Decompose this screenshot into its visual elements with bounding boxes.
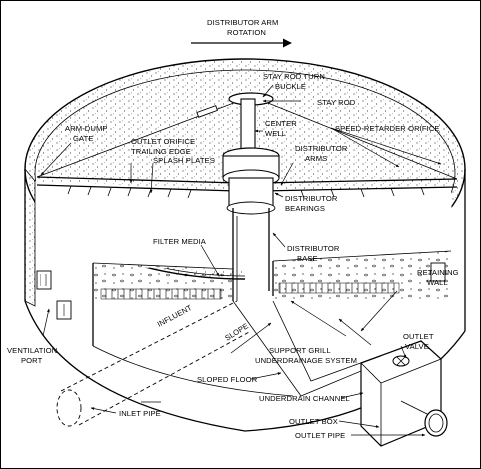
label-stay-rod: STAY ROD [317,98,356,107]
label-outlet-orifice-1: OUTLET ORIFICE [131,137,195,146]
label-ventilation-port-1: VENTILATION [7,346,57,355]
label-retaining-wall-2: WALL [427,278,448,287]
label-center-well-1: CENTER [265,119,297,128]
slope-arrow [230,322,272,354]
label-stay-rod-turn-buckle-2: BUCKLE [275,82,306,91]
label-distributor-arm-rotation-1: DISTRIBUTOR ARM [207,18,278,27]
label-distributor-base-2: BASE [297,254,318,263]
left-wall-section [24,167,72,320]
label-slope: SLOPE [223,321,250,342]
right-ventilation-port [430,262,446,282]
label-speed-retarder-orifice: SPEED-RETARDER ORIFICE [335,124,440,133]
distributor-arms [36,176,458,199]
label-distributor-bearings-2: BEARINGS [285,204,325,213]
label-underdrain-channel: UNDERDRAIN CHANNEL [259,394,350,403]
label-arm-dump-gate-1: ARM-DUMP [65,124,108,133]
influent-pipe [56,300,252,427]
label-distributor-bearings-1: DISTRIBUTOR [285,194,338,203]
label-stay-rod-turn-buckle-1: STAY ROD TURN [263,72,325,81]
outlet-box [360,340,448,447]
label-distributor-arms-2: ARMS [305,154,327,163]
label-influent: INFLUENT [156,303,194,329]
label-distributor-arm-rotation-2: ROTATION [227,28,266,37]
label-splash-plates: SPLASH PLATES [153,156,215,165]
label-inlet-pipe: INLET PIPE [119,409,161,418]
label-arm-dump-gate-2: GATE [73,134,94,143]
stay-rods [36,100,458,180]
cutaway-section [35,181,453,397]
label-filter-media: FILTER MEDIA [153,237,207,246]
label-distributor-base-1: DISTRIBUTOR [287,244,340,253]
label-sloped-floor: SLOPED FLOOR [197,375,258,384]
label-center-well-2: WELL [265,129,286,138]
label-support-grill: SUPPORT GRILL [269,346,331,355]
label-outlet-orifice-2: TRAILING EDGE [131,147,191,156]
label-ventilation-port-2: PORT [21,356,43,365]
center-column [222,92,280,301]
leader-lines [40,84,442,437]
label-underdrainage-system: UNDERDRAINAGE SYSTEM [255,356,357,365]
label-outlet-box: OUTLET BOX [289,417,338,426]
label-retaining-wall-1: RETAINING [417,268,459,277]
label-distributor-arms-1: DISTRIBUTOR [295,144,348,153]
label-outlet-valve-2: VALVE [405,342,429,351]
label-outlet-valve-1: OUTLET [403,332,434,341]
label-outlet-pipe: OUTLET PIPE [295,431,345,440]
